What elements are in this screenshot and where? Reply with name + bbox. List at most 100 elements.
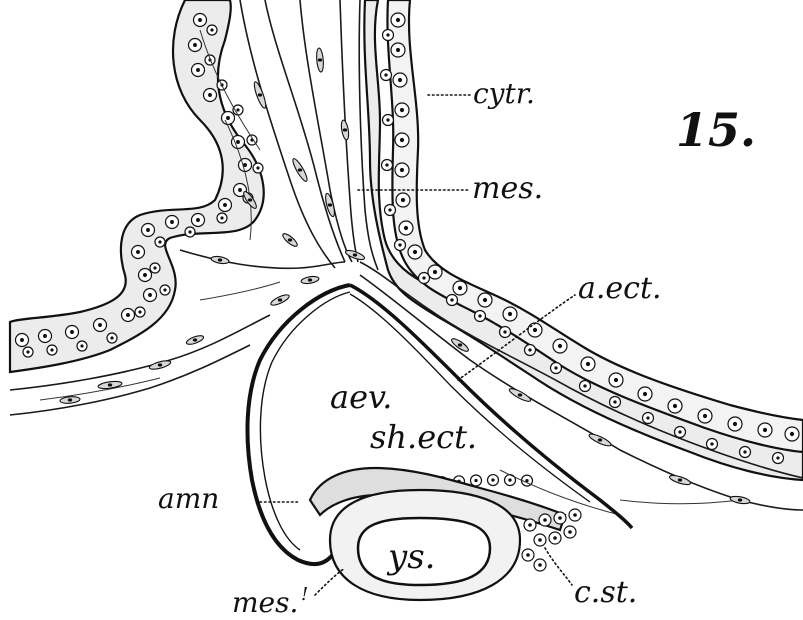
label-shect: sh.ect. — [370, 418, 477, 456]
mesenchyme-nucleus — [308, 278, 312, 281]
cell-nucleus — [196, 68, 200, 72]
cell-nucleus — [733, 422, 737, 426]
cell-nucleus — [20, 338, 24, 342]
mesenchyme-nucleus — [278, 298, 282, 301]
mesenchyme-nucleus — [738, 498, 742, 501]
mesenchyme-nucleus — [248, 198, 252, 201]
cell-nucleus — [790, 432, 794, 436]
right-cytotrophoblast-band — [364, 0, 803, 480]
cell-nucleus — [558, 516, 562, 520]
cell-nucleus — [396, 48, 400, 52]
label-amn: amn — [158, 482, 219, 515]
cell-nucleus — [26, 350, 29, 353]
mesenchyme-nucleus — [328, 203, 332, 206]
mesenchyme-nucleus — [108, 383, 112, 386]
cell-nucleus — [528, 348, 531, 351]
mesenchyme-nucleus — [68, 398, 72, 401]
cell-nucleus — [396, 18, 400, 22]
mesenchyme-nucleus — [518, 393, 522, 396]
cell-nucleus — [256, 166, 259, 169]
mesenchyme-nucleus — [218, 258, 222, 261]
cell-nucleus — [80, 344, 83, 347]
cell-nucleus — [528, 523, 532, 527]
mesenchyme-nucleus — [258, 93, 262, 96]
mesenchyme-nucleus — [288, 238, 292, 241]
cell-nucleus — [400, 138, 404, 142]
cell-nucleus — [533, 328, 537, 332]
label-mes: mes. — [472, 171, 543, 206]
mesenchyme-nucleus — [343, 128, 347, 131]
cell-nucleus — [586, 362, 590, 366]
cell-nucleus — [163, 288, 166, 291]
cell-nucleus — [208, 93, 212, 97]
cell-nucleus — [583, 384, 586, 387]
mesenchyme-nucleus — [318, 58, 322, 61]
cell-nucleus — [538, 538, 542, 542]
cell-nucleus — [386, 118, 389, 121]
cell-nucleus — [398, 243, 401, 246]
cell-nucleus — [148, 293, 152, 297]
cell-nucleus — [458, 286, 462, 290]
cell-nucleus — [538, 563, 542, 567]
mesenchyme-nucleus — [353, 253, 357, 256]
mesenchyme-nucleus — [298, 168, 302, 171]
cell-nucleus — [143, 273, 147, 277]
cell-nucleus — [743, 450, 746, 453]
cell-nucleus — [404, 226, 408, 230]
cell-nucleus — [422, 276, 425, 279]
cell-nucleus — [710, 442, 713, 445]
label-aect: a.ect. — [578, 271, 662, 306]
cell-nucleus — [474, 479, 477, 482]
mesenchyme-nucleus — [458, 343, 462, 346]
cell-nucleus — [400, 108, 404, 112]
cell-nucleus — [673, 404, 677, 408]
label-aev: aev. — [330, 378, 392, 416]
cell-nucleus — [385, 163, 388, 166]
cell-nucleus — [126, 313, 130, 317]
cell-nucleus — [210, 28, 213, 31]
cell-nucleus — [401, 198, 405, 202]
mesenchyme-nucleus — [678, 478, 682, 481]
mesenchyme-nucleus — [193, 338, 197, 341]
cell-nucleus — [236, 140, 240, 144]
cell-nucleus — [558, 344, 562, 348]
cell-nucleus — [193, 43, 197, 47]
cell-nucleus — [526, 553, 530, 557]
cell-nucleus — [158, 240, 161, 243]
label-prime-mark: ! — [301, 584, 308, 605]
cell-nucleus — [478, 314, 481, 317]
cell-nucleus — [170, 220, 174, 224]
mesenchyme-nucleus — [158, 363, 162, 366]
cell-nucleus — [614, 378, 618, 382]
cell-nucleus — [503, 330, 506, 333]
cell-nucleus — [508, 312, 512, 316]
cell-nucleus — [703, 414, 707, 418]
cell-nucleus — [613, 400, 616, 403]
cell-nucleus — [386, 33, 389, 36]
cell-nucleus — [50, 348, 53, 351]
mesenchyme-nucleus — [598, 438, 602, 441]
cell-nucleus — [223, 203, 227, 207]
label-cst: c.st. — [574, 575, 637, 610]
cell-nucleus — [568, 530, 572, 534]
cell-nucleus — [220, 216, 223, 219]
cell-nucleus — [153, 266, 156, 269]
cell-nucleus — [138, 310, 141, 313]
cell-nucleus — [198, 18, 202, 22]
cell-nucleus — [388, 208, 391, 211]
cell-nucleus — [398, 78, 402, 82]
cell-nucleus — [384, 73, 387, 76]
cell-nucleus — [543, 518, 547, 522]
cell-nucleus — [553, 536, 557, 540]
label-mes-prime: mes. — [232, 586, 298, 619]
cell-nucleus — [188, 230, 191, 233]
cell-nucleus — [491, 478, 494, 481]
cell-nucleus — [508, 478, 511, 481]
cell-nucleus — [776, 456, 779, 459]
figure-number: 15. — [676, 103, 756, 157]
cell-nucleus — [646, 416, 649, 419]
cell-nucleus — [763, 428, 767, 432]
cell-nucleus — [110, 336, 113, 339]
cell-nucleus — [554, 366, 557, 369]
